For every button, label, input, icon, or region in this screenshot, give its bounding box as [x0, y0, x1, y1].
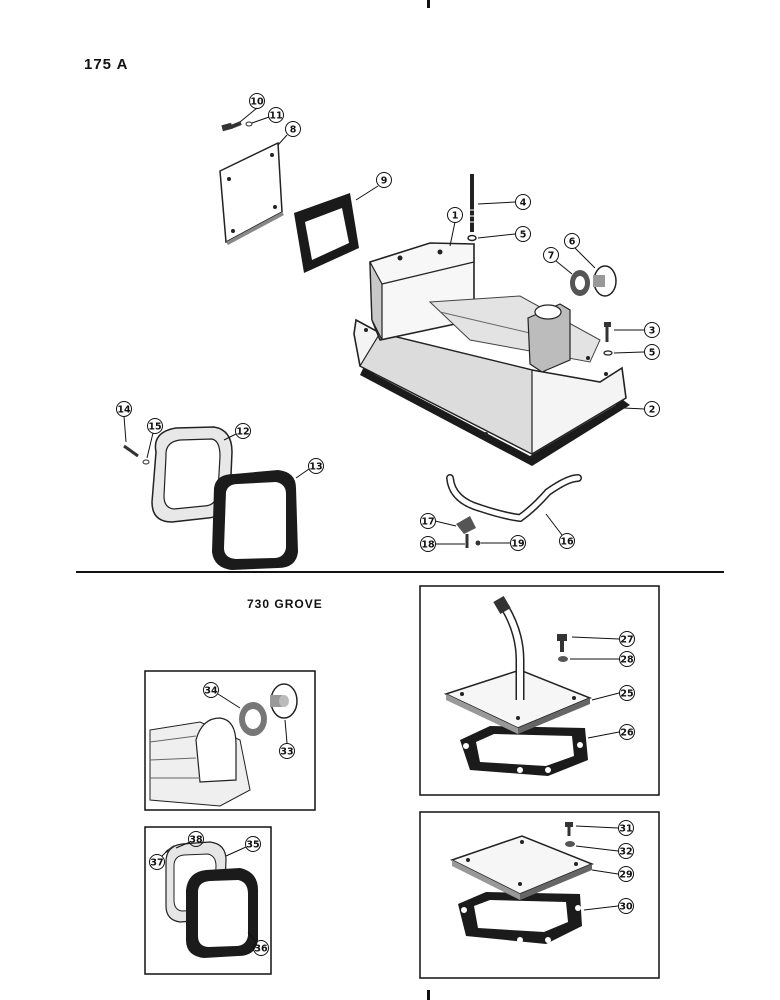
- lock-washer-5b: [603, 350, 613, 356]
- tube-25: [493, 595, 525, 700]
- cap-screw-31: [565, 822, 573, 836]
- gasket-36: [186, 868, 258, 958]
- callout-13: 13: [309, 462, 322, 473]
- callout-11: 11: [269, 111, 282, 122]
- callout-7: 7: [548, 251, 555, 262]
- callout-10: 10: [250, 97, 264, 108]
- gasket-30: [458, 892, 582, 944]
- lock-washer-5a: [467, 234, 477, 242]
- callout-26: 26: [620, 728, 634, 739]
- callout-3: 3: [649, 326, 656, 337]
- callout-5a: 5: [520, 230, 527, 241]
- nut-19: [475, 540, 481, 546]
- callout-30: 30: [619, 902, 633, 913]
- callout-19: 19: [511, 539, 524, 550]
- callout-2: 2: [649, 405, 656, 416]
- diagram-title-175a: 175 A: [84, 56, 129, 73]
- crop-mark-top: [427, 0, 430, 8]
- callout-5b: 5: [649, 348, 656, 359]
- cap-33: [270, 683, 298, 719]
- callout-17: 17: [421, 517, 434, 528]
- section-title-730-grove: 730 GROVE: [247, 597, 323, 611]
- washer-32: [565, 841, 575, 847]
- housing-fragment: [149, 717, 251, 807]
- callout-9: 9: [381, 176, 388, 187]
- callout-25: 25: [620, 689, 633, 700]
- housing-1: [353, 242, 630, 466]
- cap-screw-10: [221, 121, 242, 132]
- cap-6: [593, 265, 617, 297]
- gasket-9: [294, 193, 359, 273]
- callout-29: 29: [619, 870, 632, 881]
- callout-32: 32: [619, 847, 632, 858]
- callout-27: 27: [620, 635, 633, 646]
- clip-17: [456, 516, 476, 534]
- callout-37: 37: [150, 858, 163, 869]
- ring-frame-12: [151, 426, 233, 523]
- callout-34: 34: [204, 686, 218, 697]
- callout-36: 36: [254, 944, 268, 955]
- callout-6: 6: [569, 237, 576, 248]
- callout-33: 33: [280, 747, 293, 758]
- oil-tube-16: [446, 474, 582, 523]
- screw-14: [123, 444, 139, 458]
- seal-7: [570, 270, 590, 296]
- callouts-section-b: [149, 631, 635, 956]
- callout-31: 31: [619, 824, 632, 835]
- crop-mark-bottom: [427, 990, 430, 1000]
- callout-18: 18: [421, 540, 435, 551]
- callout-35: 35: [246, 840, 259, 851]
- callout-4: 4: [520, 198, 527, 209]
- washer-28: [558, 656, 568, 662]
- cap-screw-27: [557, 634, 567, 652]
- gasket-26: [460, 726, 588, 776]
- callout-14: 14: [117, 405, 131, 416]
- gasket-13: [212, 470, 298, 570]
- callout-16: 16: [560, 537, 574, 548]
- callout-15: 15: [148, 422, 161, 433]
- callout-12: 12: [236, 427, 249, 438]
- callout-1: 1: [452, 211, 459, 222]
- callout-8: 8: [290, 125, 297, 136]
- cover-plate-8: [219, 141, 284, 245]
- plate-29: [450, 835, 594, 900]
- callout-38: 38: [189, 835, 203, 846]
- seal-34: [239, 702, 267, 736]
- stud-4: [469, 174, 475, 232]
- washer-11: [245, 121, 253, 127]
- callouts-section-a: [116, 93, 660, 552]
- cap-screw-3: [604, 322, 611, 342]
- washer-15: [142, 459, 150, 465]
- callout-28: 28: [620, 655, 634, 666]
